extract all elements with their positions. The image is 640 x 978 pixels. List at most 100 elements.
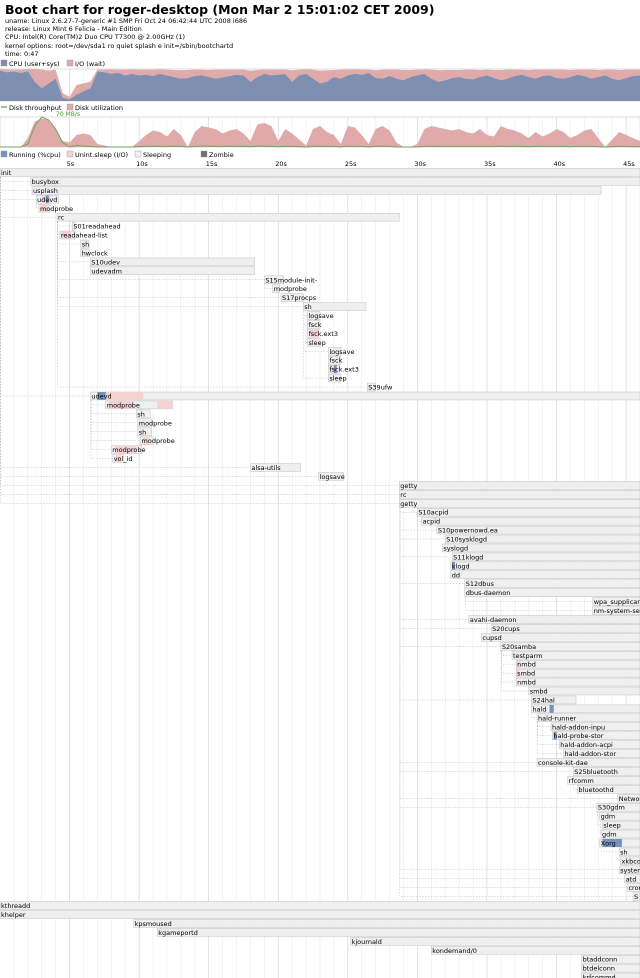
process-tree-connector [531, 713, 538, 719]
process-bar [156, 928, 640, 937]
process-label: hald-addon-acpi [560, 741, 613, 749]
disk-utilization-area [0, 118, 640, 147]
process-label: logsave [320, 473, 345, 481]
process-label: sh [139, 428, 147, 436]
legend-sleeping-label: Sleeping [143, 151, 171, 159]
process-bar [450, 570, 640, 579]
process-running-segment [549, 704, 554, 713]
process-label: S10acpid [418, 509, 448, 517]
kernel-options-info: kernel options: root=/dev/sda1 ro quiet … [5, 41, 234, 50]
process-label: krfcommd [583, 974, 616, 978]
legend-running-swatch [0, 150, 8, 158]
legend-uninterruptible-swatch [66, 150, 74, 158]
process-label: S17procps [282, 294, 317, 302]
process-label: udevd [91, 393, 111, 401]
process-running-segment [333, 365, 337, 374]
time-tick-label: 15s [206, 160, 218, 168]
process-bar [307, 320, 321, 329]
process-label: sh [82, 241, 90, 249]
cpu-usage-area [0, 70, 640, 101]
process-bar [417, 507, 640, 517]
process-bar [264, 275, 285, 284]
process-tree-connector [537, 722, 551, 727]
process-tree-connector [57, 221, 368, 388]
process-label: xkbcomp [622, 857, 640, 865]
process-io-segment [516, 660, 521, 669]
process-label: S20cups [492, 625, 520, 633]
process-label: getty [400, 500, 417, 508]
release-info: release: Linux Mint 6 Felicia - Main Edi… [5, 25, 142, 34]
process-label: hwclock [82, 249, 108, 257]
legend-running-label: Running (%cpu) [9, 151, 61, 159]
process-running-segment [45, 195, 49, 204]
process-bar [399, 499, 640, 508]
process-label: modprobe [274, 285, 307, 293]
process-label: gdm [602, 831, 617, 839]
process-tree-connector [57, 221, 73, 227]
process-bar [303, 302, 367, 311]
process-bar [442, 543, 640, 553]
process-bar [624, 874, 640, 883]
process-label: kgameportd [158, 929, 198, 937]
process-label: atd [626, 875, 637, 883]
process-bar [90, 391, 640, 401]
process-tree-connector [0, 176, 32, 191]
process-label: S39ufw [368, 384, 393, 392]
process-bar [451, 552, 640, 562]
process-tree-connector [501, 650, 512, 656]
process-label: avahi-daemon [470, 616, 517, 624]
process-label: S30gdm [598, 804, 625, 812]
process-bar [0, 901, 640, 910]
process-label: kondemand/0 [432, 947, 477, 955]
legend-disk-utilization-label: Disk utilization [75, 104, 123, 112]
process-label: btaddconn [583, 956, 618, 964]
process-bar [511, 651, 640, 660]
process-tree-connector [303, 311, 329, 379]
process-bar [31, 186, 602, 195]
process-tree-connector [0, 176, 319, 477]
process-label: cupsd [482, 634, 501, 642]
process-bar [328, 355, 342, 365]
process-tree-connector [36, 203, 39, 209]
process-io-segment [329, 365, 334, 374]
process-io-segment [61, 231, 71, 240]
process-label: NetworkManag [619, 795, 640, 803]
legend-io-wait-swatch [66, 59, 74, 67]
process-bar [136, 409, 151, 419]
process-label: hald-probe-stor [553, 732, 603, 740]
process-label: system-tools [620, 866, 640, 874]
process-io-segment [115, 454, 122, 463]
disk-throughput-line [0, 116, 640, 148]
time-tick-label: 40s [554, 160, 566, 168]
process-tree-connector [0, 176, 31, 182]
process-label: hald-runner [538, 714, 576, 722]
process-tree-connector [537, 722, 553, 736]
process-bar [80, 248, 90, 258]
process-bar [468, 615, 640, 624]
process-tree-connector [399, 498, 634, 897]
time-tick-label: 45s [623, 160, 635, 168]
process-label: btdelconn [583, 965, 615, 973]
process-bar [80, 239, 90, 249]
process-label: vol_id [114, 455, 133, 463]
process-io-segment [108, 400, 134, 409]
process-label: cron [628, 884, 640, 892]
legend-disk-utilization-swatch [66, 103, 74, 111]
uname-info: uname: Linux 2.6.27-7-generic #1 SMP Fri… [5, 17, 248, 25]
process-tree-connector [619, 856, 621, 862]
process-label: kthreadd [1, 902, 30, 910]
process-bar [592, 606, 640, 615]
process-label: S25bluetooth [574, 768, 618, 776]
process-bar [250, 463, 301, 472]
process-bar [563, 749, 640, 758]
process-label: S01readahead [73, 223, 120, 231]
process-label: logsave [308, 312, 333, 320]
process-label: fsck.ext3 [329, 366, 359, 374]
chart-title: Boot chart for roger-desktop (Mon Mar 2 … [5, 2, 435, 17]
process-tree-connector [537, 722, 564, 754]
process-label: klogd [452, 562, 470, 570]
process-bar [617, 794, 640, 803]
process-bar [596, 802, 640, 812]
process-bar [30, 177, 640, 186]
